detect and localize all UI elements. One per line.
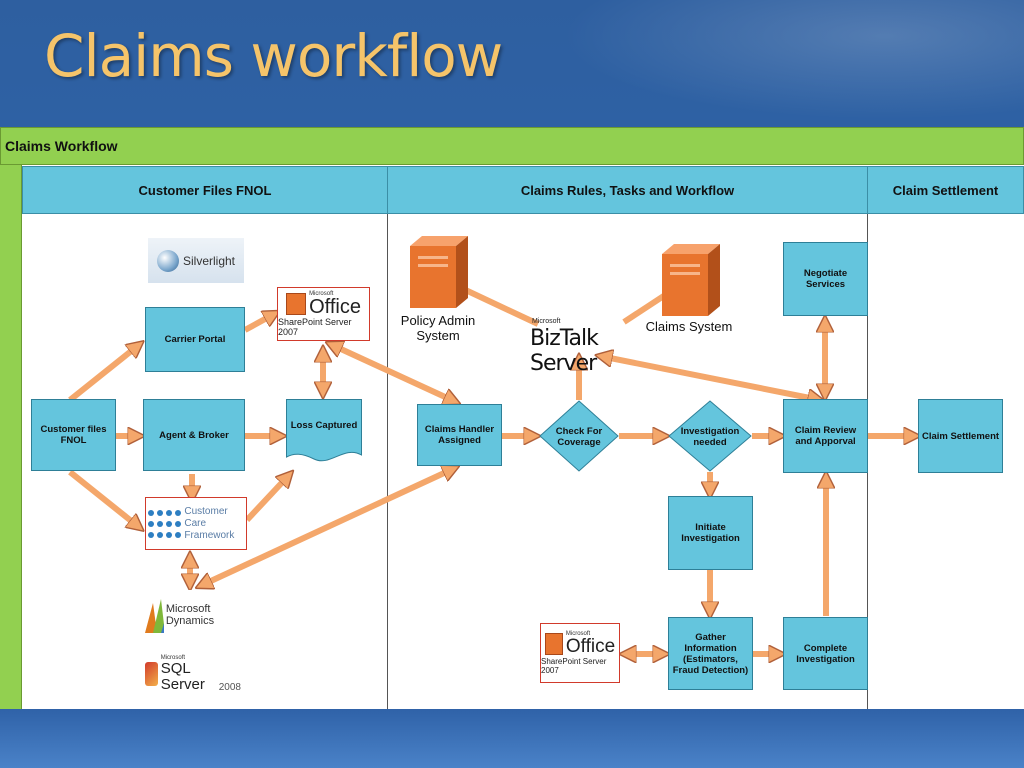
lane-header-fnol: Customer Files FNOL	[22, 166, 388, 214]
server-icon	[662, 244, 720, 316]
slide-footer-band	[0, 709, 1024, 768]
sql-logo-text: SQL Server	[160, 660, 205, 693]
microsoft-dynamics-logo: Microsoft Dynamics	[145, 590, 241, 640]
node-negotiate-services: Negotiate Services	[783, 242, 868, 316]
dynamics-mark-icon	[145, 599, 164, 633]
node-check-coverage	[539, 400, 619, 472]
node-loss-captured-label: Loss Captured	[290, 420, 358, 431]
arrow	[330, 344, 456, 402]
node-claim-settlement: Claim Settlement	[918, 399, 1003, 473]
node-check-coverage-label: Check For Coverage	[555, 426, 603, 448]
node-gather-information: Gather Information (Estimators, Fraud De…	[668, 617, 753, 690]
ccf-logo-text-line1: Customer Care	[184, 505, 228, 529]
sql-server-logo: Microsoft SQL Server 2008	[145, 655, 241, 693]
sql-microsoft-text: Microsoft	[160, 655, 186, 661]
background-texture	[560, 0, 1024, 120]
node-agent-broker: Agent & Broker	[143, 399, 245, 471]
office-microsoft-text: Microsoft	[309, 291, 334, 297]
office-sharepoint-logo: Microsoft Office SharePoint Server 2007	[277, 287, 370, 341]
ccf-dots-icon	[148, 509, 181, 538]
biztalk-logo-text: BizTalk Server	[530, 326, 599, 376]
sharepoint-logo-text: SharePoint Server 2007	[278, 317, 352, 337]
sql-year-text: 2008	[218, 682, 241, 693]
dynamics-logo-text: Microsoft Dynamics	[165, 603, 215, 627]
arrow	[200, 468, 455, 586]
workflow-header-label: Claims Workflow	[5, 138, 118, 154]
arrow	[243, 313, 276, 333]
sql-server-icon	[145, 662, 158, 686]
workflow-side-bar	[0, 165, 22, 709]
office-icon	[286, 293, 307, 315]
arrow	[600, 356, 820, 400]
lane-header-settlement: Claim Settlement	[867, 166, 1024, 214]
office-icon	[544, 633, 563, 655]
node-loss-captured	[286, 399, 362, 462]
node-customer-files: Customer files FNOL	[31, 399, 116, 471]
arrow	[68, 344, 140, 403]
label-claims-system: Claims System	[645, 319, 733, 334]
silverlight-logo-text: Silverlight	[182, 253, 236, 268]
biztalk-microsoft-text: Microsoft	[532, 318, 561, 325]
slide-title: Claims workflow	[44, 22, 503, 90]
node-complete-investigation: Complete Investigation	[783, 617, 868, 690]
node-handler-assigned: Claims Handler Assigned	[417, 404, 502, 466]
node-claim-review: Claim Review and Apporval	[783, 399, 868, 473]
customer-care-framework-logo: Customer Care Framework	[145, 497, 247, 550]
arrow	[244, 474, 290, 523]
office-microsoft-text: Microsoft	[565, 631, 591, 637]
silverlight-orb-icon	[156, 249, 179, 272]
lane-divider	[387, 214, 388, 709]
office-sharepoint-logo: Microsoft Office SharePoint Server 2007	[540, 623, 620, 683]
node-carrier-portal: Carrier Portal	[145, 307, 245, 372]
server-icon	[410, 236, 468, 308]
ccf-logo-text-line2: Framework	[184, 529, 235, 541]
node-initiate-investigation: Initiate Investigation	[668, 496, 753, 570]
arrow	[68, 469, 140, 528]
silverlight-logo: Silverlight	[148, 238, 244, 283]
sharepoint-logo-text: SharePoint Server 2007	[541, 657, 607, 675]
node-investigation-needed	[668, 400, 752, 472]
lane-header-rules: Claims Rules, Tasks and Workflow	[387, 166, 868, 214]
office-logo-text: Office	[309, 296, 361, 318]
label-policy-admin: Policy Admin System	[400, 313, 476, 343]
biztalk-server-logo: Microsoft BizTalk Server	[530, 318, 630, 376]
office-logo-text: Office	[565, 636, 616, 657]
node-investigation-needed-label: Investigation needed	[680, 426, 740, 448]
